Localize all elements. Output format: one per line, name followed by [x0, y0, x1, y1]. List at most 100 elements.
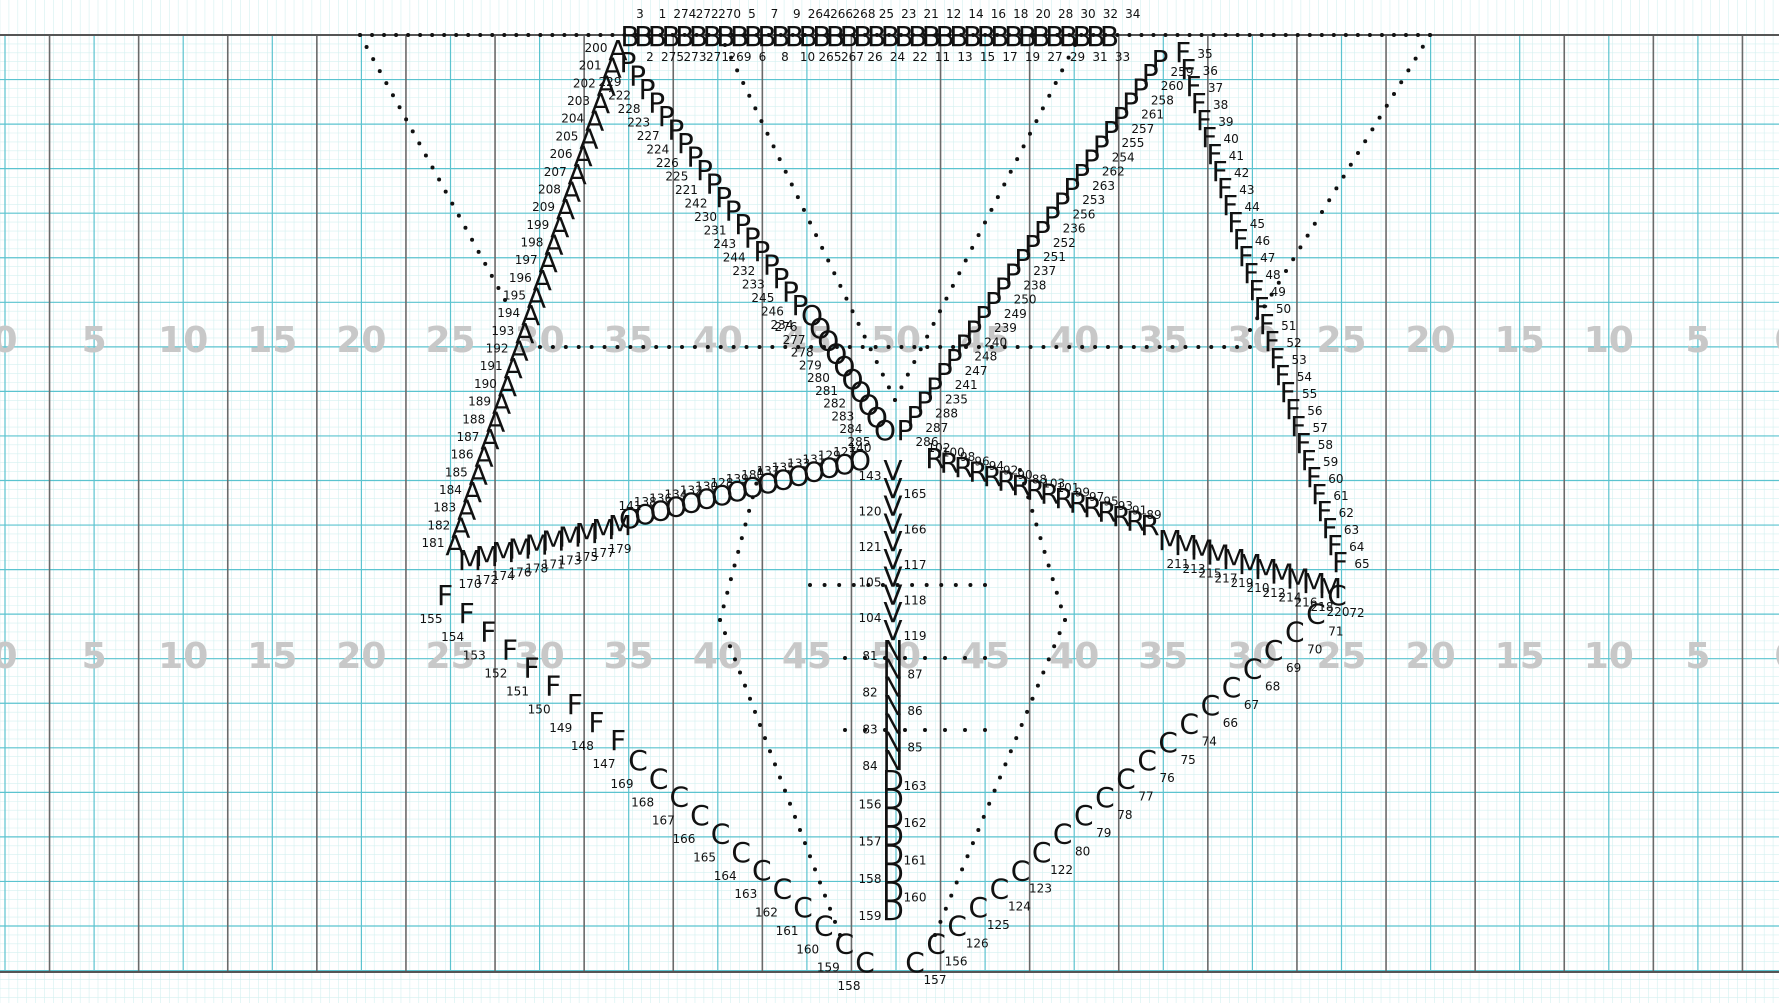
performer-number: 39 — [1218, 115, 1233, 129]
performer-number: 104 — [859, 611, 882, 625]
performer-number: 150 — [528, 703, 551, 717]
guide-dot — [1370, 127, 1374, 131]
performer-number: 254 — [1112, 150, 1135, 164]
performer-symbol: C — [731, 836, 751, 869]
guide-dot — [1041, 345, 1045, 349]
guide-dot — [718, 618, 722, 622]
guide-dot — [1014, 736, 1018, 740]
guide-dot — [1067, 345, 1071, 349]
guide-dot — [384, 81, 388, 85]
performer-symbol: F — [459, 597, 475, 630]
guide-dot — [1308, 33, 1312, 37]
guide-dot — [719, 345, 723, 349]
performer-number: 54 — [1297, 370, 1312, 384]
performer-number: 230 — [694, 210, 717, 224]
performer-number: 166 — [672, 832, 695, 846]
performer-number: 232 — [732, 264, 755, 278]
performer-symbol: C — [711, 817, 731, 850]
guide-dot — [1047, 563, 1051, 567]
performer-symbol: B — [1100, 20, 1119, 53]
guide-dot — [1055, 591, 1059, 595]
guide-dot — [1200, 33, 1204, 37]
guide-dot — [955, 881, 959, 885]
performer-number: 10 — [800, 50, 815, 64]
performer-number: 71 — [1328, 624, 1343, 638]
performer-number: 263 — [1092, 179, 1115, 193]
yard-number: 40 — [1049, 320, 1099, 361]
guide-dot — [923, 656, 927, 660]
performer-number: 65 — [1354, 557, 1369, 571]
performer-symbol: C — [1074, 799, 1094, 832]
guide-dot — [729, 577, 733, 581]
guide-dot — [843, 656, 847, 660]
performer-symbol: C — [1053, 818, 1073, 851]
performer-symbol: D — [882, 894, 904, 927]
guide-dot — [943, 656, 947, 660]
guide-dot — [1003, 762, 1007, 766]
guide-dot — [758, 723, 762, 727]
performer-number: 57 — [1312, 421, 1327, 435]
performer-number: 76 — [1159, 771, 1174, 785]
guide-dot — [1296, 33, 1300, 37]
performer-symbol: C — [1327, 579, 1347, 612]
guide-dot — [971, 841, 975, 845]
performer-number: 147 — [593, 757, 616, 771]
performer-number: 256 — [1072, 207, 1095, 221]
guide-dot — [851, 309, 855, 313]
guide-dot — [848, 345, 852, 349]
guide-dot — [808, 221, 812, 225]
performer-number: 167 — [652, 814, 675, 828]
guide-dot — [1054, 345, 1058, 349]
performer-number: 258 — [1151, 93, 1174, 107]
guide-dot — [766, 132, 770, 136]
guide-dot — [778, 776, 782, 780]
guide-dot — [1284, 269, 1288, 273]
performer-number: 237 — [1033, 264, 1056, 278]
performer-number: 123 — [1029, 881, 1052, 895]
guide-dot — [454, 33, 458, 37]
guide-dot — [982, 815, 986, 819]
guide-dot — [502, 33, 506, 37]
performer-symbol: C — [1285, 616, 1305, 649]
guide-dot — [706, 345, 710, 349]
guide-dot — [954, 583, 958, 587]
yard-number: 40 — [693, 636, 743, 677]
guide-dot — [1059, 604, 1063, 608]
guide-dot — [1428, 33, 1432, 37]
guide-dot — [1034, 523, 1038, 527]
guide-dot — [1284, 33, 1288, 37]
yard-number: 25 — [1316, 636, 1366, 677]
guide-dot — [747, 509, 751, 513]
guide-dot — [1002, 182, 1006, 186]
guide-dot — [943, 728, 947, 732]
guide-dot — [968, 583, 972, 587]
yard-number: 5 — [82, 636, 107, 677]
performer-number: 245 — [751, 291, 774, 305]
performer-number: 225 — [665, 170, 688, 184]
guide-dot — [1404, 33, 1408, 37]
guide-dot — [863, 335, 867, 339]
guide-dot — [1158, 345, 1162, 349]
performer-number: 154 — [441, 630, 464, 644]
performer-symbol: C — [990, 873, 1010, 906]
guide-dot — [477, 250, 481, 254]
performer-number: 38 — [1213, 98, 1228, 112]
performer-symbol: C — [690, 799, 710, 832]
guide-dot — [772, 144, 776, 148]
guide-dot — [970, 246, 974, 250]
performer-symbol: F — [588, 706, 604, 739]
performer-number: 18 — [1013, 7, 1028, 21]
performer-number: 22 — [912, 50, 927, 64]
guide-dot — [814, 233, 818, 237]
guide-dot — [680, 345, 684, 349]
guide-dot — [998, 776, 1002, 780]
performer-number: 69 — [1286, 661, 1301, 675]
yard-number: 10 — [1584, 636, 1634, 677]
performer-number: 275 — [661, 50, 684, 64]
yard-number: 0 — [0, 320, 18, 361]
guide-dot — [450, 202, 454, 206]
guide-dot — [1332, 33, 1336, 37]
guide-dot — [903, 656, 907, 660]
performer-number: 224 — [646, 143, 669, 157]
